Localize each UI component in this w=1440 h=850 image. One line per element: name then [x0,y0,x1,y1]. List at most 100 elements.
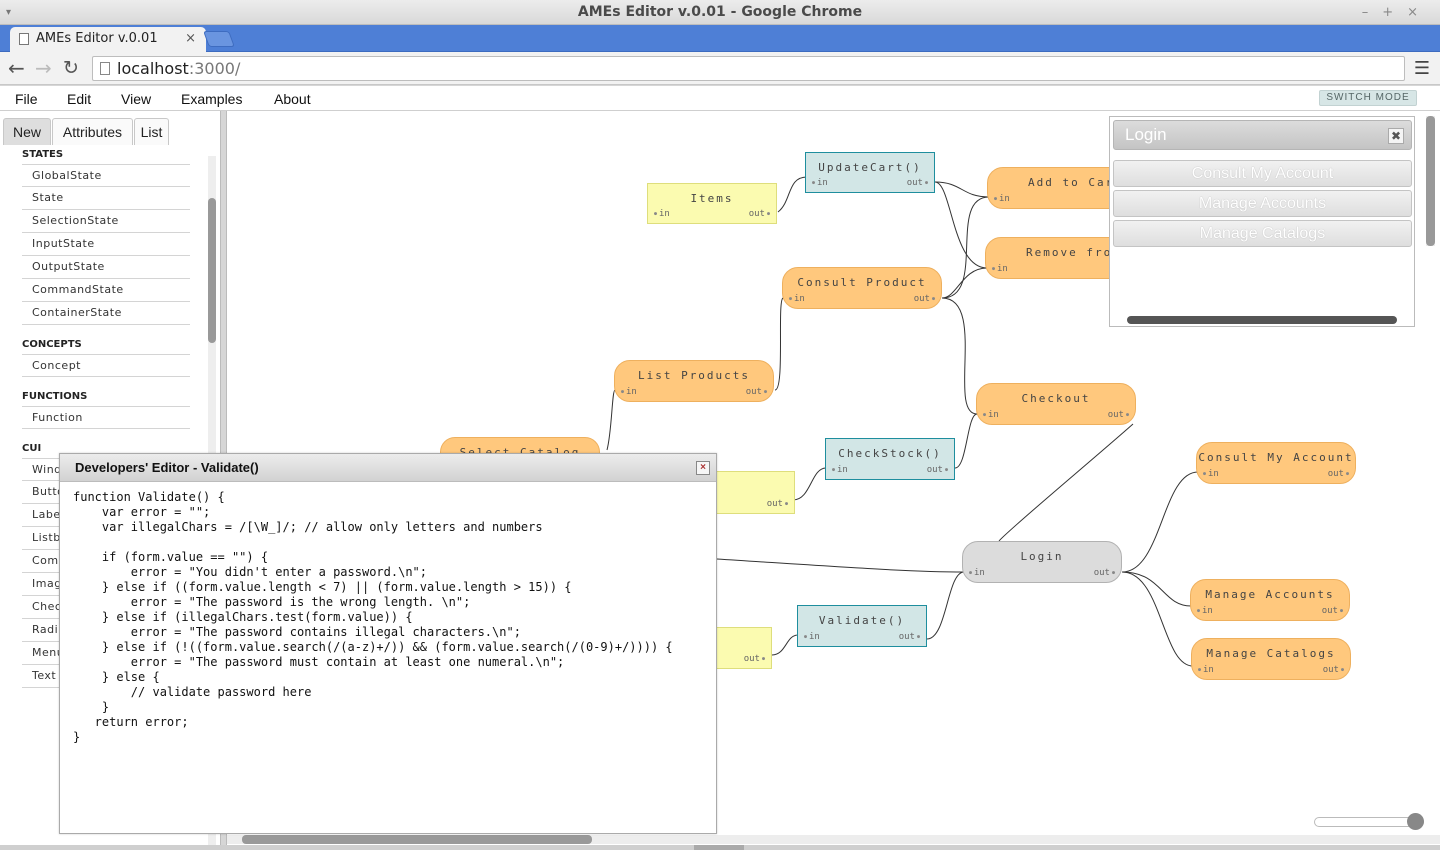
canvas-vertical-scrollbar-thumb[interactable] [1426,116,1435,246]
input-port[interactable]: in [994,194,1010,204]
node-listproducts[interactable]: List Productsin out [614,360,774,402]
browser-tab[interactable]: AMEs Editor v.0.01 × [10,27,206,53]
manage-accounts-button[interactable]: Manage Accounts [1113,190,1412,217]
hamburger-menu-icon[interactable]: ☰ [1413,58,1430,79]
menu-examples[interactable]: Examples [181,91,243,107]
palette-scrollbar-thumb[interactable] [208,198,216,343]
input-port[interactable]: in [621,387,637,397]
input-port[interactable]: in [983,410,999,420]
input-port[interactable]: in [1197,606,1213,616]
palette-item[interactable]: CommandState [22,279,190,302]
login-preview-window[interactable]: Login ✖ Consult My Account Manage Accoun… [1109,116,1415,327]
window-controls[interactable]: –+× [1361,5,1432,20]
resize-grip[interactable] [694,845,744,850]
manage-catalogs-button[interactable]: Manage Catalogs [1113,220,1412,247]
node-addtocart[interactable]: Add to Cartin [987,167,1127,209]
tab-attributes[interactable]: Attributes [52,118,133,145]
input-port[interactable]: in [992,264,1008,274]
output-port[interactable]: out [744,654,765,664]
output-port[interactable]: out [1094,568,1115,578]
palette-item[interactable]: GlobalState [22,164,190,187]
palette-item[interactable]: Function [22,406,190,429]
window-bottom-edge [0,845,1440,850]
new-tab-button[interactable] [203,31,235,47]
forward-arrow-icon[interactable]: → [35,56,52,80]
node-manageaccounts[interactable]: Manage Accountsinout [1190,579,1350,621]
output-port[interactable]: out [907,178,928,188]
connection-wires [606,176,1199,667]
page-icon [19,33,29,45]
output-port[interactable]: out [1322,606,1343,616]
consult-my-account-button[interactable]: Consult My Account [1113,160,1412,187]
palette-item[interactable]: OutputState [22,256,190,279]
node-checkout[interactable]: Checkoutinout [976,383,1136,425]
canvas-vertical-scrollbar[interactable] [1426,116,1435,246]
palette-item[interactable]: SelectionState [22,210,190,233]
input-port[interactable]: in [804,632,820,642]
canvas-horizontal-scrollbar-thumb[interactable] [242,835,592,844]
close-icon[interactable]: ✖ [1388,128,1404,144]
tab-list[interactable]: List [134,118,169,145]
palette-item[interactable]: ContainerState [22,302,190,325]
menu-view[interactable]: View [121,91,152,107]
window-title: AMEs Editor v.0.01 - Google Chrome [577,4,863,20]
reload-icon[interactable]: ↻ [63,57,79,79]
back-arrow-icon[interactable]: ← [8,56,25,80]
node-consultproduct[interactable]: Consult Product in out [782,267,942,309]
node-title: Login [1020,550,1064,563]
menu-about[interactable]: About [274,91,311,107]
output-port[interactable]: out [927,465,948,475]
node-managecatalogs[interactable]: Manage Catalogs in out [1191,638,1351,680]
address-bar[interactable]: localhost:3000/ [92,56,1405,81]
login-window-title: Login [1125,125,1167,144]
input-port[interactable]: in [812,178,828,188]
close-icon[interactable]: × [696,461,710,475]
code-editor[interactable]: function Validate() { var error = ""; va… [73,490,673,744]
output-port[interactable]: out [746,387,767,397]
output-port[interactable]: out [899,632,920,642]
node-items[interactable]: Itemsinout [647,183,777,224]
switch-mode-button[interactable]: SWITCH MODE [1319,90,1417,106]
node-consultmyaccount[interactable]: Consult My Account in out [1196,442,1356,484]
output-port[interactable]: out [749,209,770,219]
palette-item[interactable]: InputState [22,233,190,256]
node-title: Consult My Account [1198,451,1354,464]
output-port[interactable]: out [1108,410,1129,420]
zoom-slider-handle[interactable] [1407,813,1424,830]
tab-close-icon[interactable]: × [185,31,196,46]
node-title: List Products [637,369,751,382]
input-port[interactable]: in [654,209,670,219]
node-title: Consult Product [797,276,927,289]
node-login[interactable]: Login in out [962,541,1122,583]
tab-new[interactable]: New [3,118,51,145]
output-port[interactable]: out [767,499,788,509]
palette-item[interactable]: Concept [22,354,190,377]
node-title: Manage Catalogs [1206,647,1336,660]
node-checkstock[interactable]: CheckStock() in out [825,438,955,480]
output-port[interactable]: out [1328,469,1349,479]
palette-item[interactable]: State [22,187,190,210]
login-window-header: Login ✖ [1113,120,1412,150]
input-port[interactable]: in [969,568,985,578]
login-window-scrollbar[interactable] [1127,316,1397,324]
input-port[interactable]: in [832,465,848,475]
node-title: CheckStock() [838,447,942,460]
output-port[interactable]: out [1323,665,1344,675]
browser-toolbar: ← → ↻ localhost:3000/ ☰ [0,52,1440,85]
canvas-horizontal-scrollbar[interactable] [227,835,1440,844]
menu-edit[interactable]: Edit [67,91,92,107]
input-port[interactable]: in [1203,469,1219,479]
url-host: localhost [117,59,189,78]
node-removefromcart[interactable]: Remove from Cain [985,237,1145,279]
developers-editor-window[interactable]: Developers' Editor - Validate() × functi… [59,453,717,834]
input-port[interactable]: in [1198,665,1214,675]
palette-category-states: STATES [22,149,64,160]
window-titlebar: ▾ AMEs Editor v.0.01 - Google Chrome –+× [0,0,1440,25]
input-port[interactable]: in [789,294,805,304]
output-port[interactable]: out [914,294,935,304]
window-menu-icon[interactable]: ▾ [6,7,12,18]
app-menubar: File Edit View Examples About SWITCH MOD… [0,86,1440,111]
menu-file[interactable]: File [15,91,38,107]
